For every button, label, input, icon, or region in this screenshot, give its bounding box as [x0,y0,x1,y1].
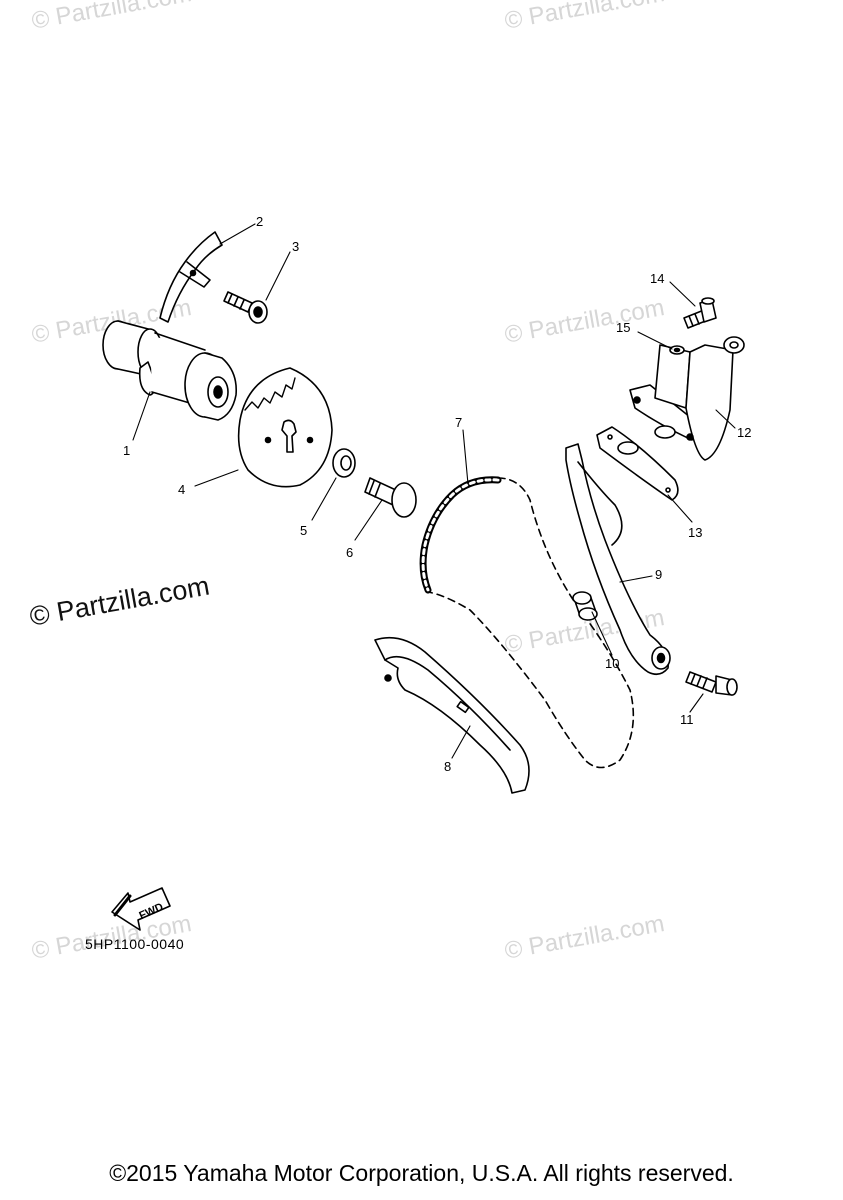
callout-10: 10 [605,656,619,671]
part-8-guide [374,636,530,794]
part-12-tensioner [629,336,745,461]
callout-1: 1 [123,443,130,458]
part-6-bolt [364,477,417,518]
callout-5: 5 [300,523,307,538]
part-1-camshaft [102,320,238,421]
part-11-bolt [685,671,738,696]
fwd-arrow-icon [111,887,171,931]
callout-9: 9 [655,567,662,582]
leader-lines [132,223,736,759]
diagram-code: 5HP1100-0040 [85,936,185,952]
callout-11: 11 [680,712,694,727]
part-9-tensioner-guide [565,443,671,676]
part-13-gasket [596,426,679,501]
callout-13: 13 [688,525,702,540]
part-3-bolt [223,291,268,324]
callout-14: 14 [650,271,664,286]
callout-6: 6 [346,545,353,560]
part-15-washer [669,345,685,355]
callout-15: 15 [616,320,630,335]
part-7-chain [419,476,635,769]
callout-4: 4 [178,482,185,497]
callout-12: 12 [737,425,751,440]
copyright-notice: ©2015 Yamaha Motor Corporation, U.S.A. A… [109,1160,734,1186]
part-14-bolt [683,297,717,329]
callout-7: 7 [455,415,462,430]
callout-2: 2 [256,214,263,229]
part-10-collar [572,591,598,621]
callout-3: 3 [292,239,299,254]
part-4-sprocket [237,367,333,488]
part-5-washer [332,448,356,478]
callout-8: 8 [444,759,451,774]
part-2-plate [159,231,223,323]
callout-numbers: 1 2 3 4 5 6 7 8 9 10 11 12 13 14 15 [123,214,751,774]
